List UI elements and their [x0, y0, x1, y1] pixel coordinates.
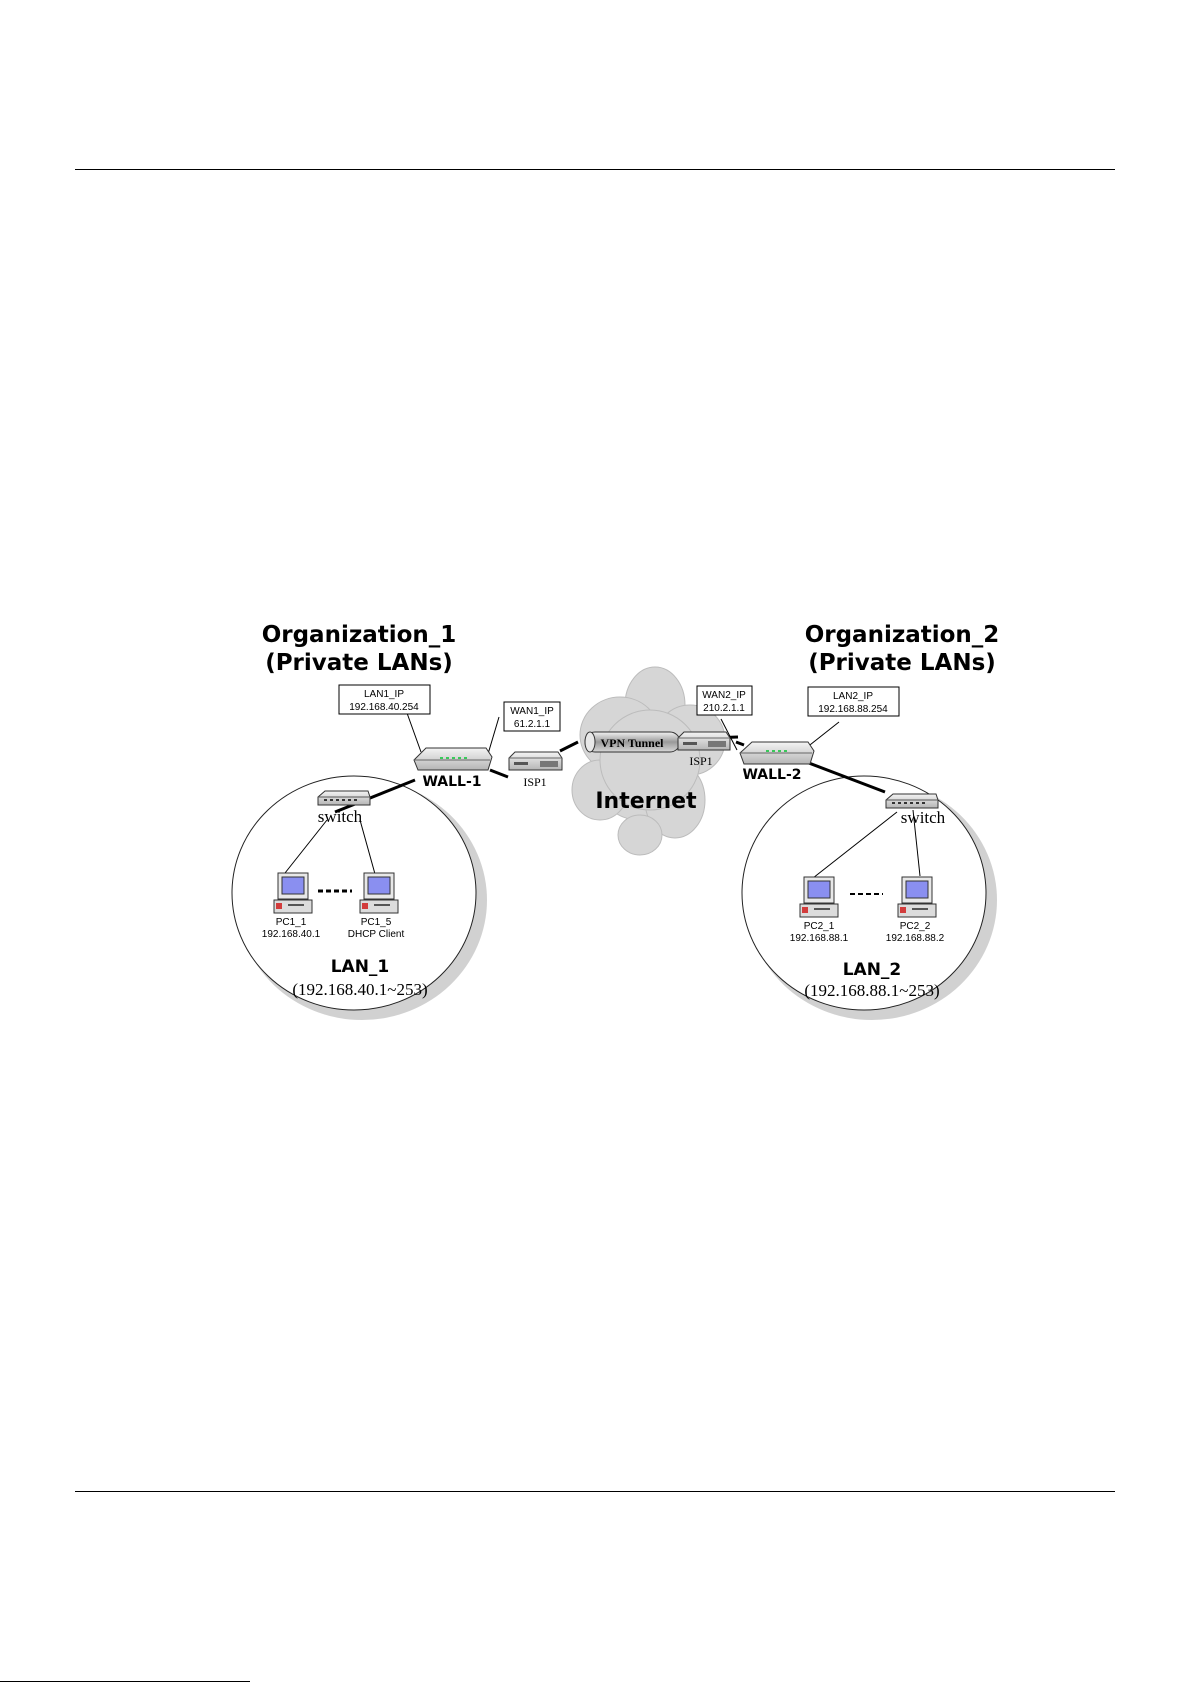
switch-right-icon	[885, 793, 939, 809]
org1-subtitle: (Private LANs)	[265, 650, 453, 676]
pc2-2-computer-icon	[897, 876, 937, 918]
lan2-ip-value: 192.168.88.254	[818, 704, 888, 715]
pc1-5-computer-icon	[359, 872, 399, 914]
org2-name: Organization_2	[805, 622, 1000, 648]
isp-left-label: ISP1	[523, 775, 546, 789]
lan2-ip-box: LAN2_IP 192.168.88.254	[807, 686, 900, 717]
lan1-ip-value: 192.168.40.254	[349, 702, 419, 713]
wan1-ip-label: WAN1_IP	[510, 706, 554, 717]
pc1-1-computer-icon	[273, 872, 313, 914]
internet-label: Internet	[595, 789, 697, 814]
wan1-ip-box: WAN1_IP 61.2.1.1	[503, 701, 561, 732]
lan1-range: (192.168.40.1~253)	[292, 980, 427, 999]
isp-right-modem-icon	[677, 731, 731, 751]
lan2-area	[741, 775, 997, 1020]
footer-rule	[75, 1491, 1115, 1492]
lan1-ip-label: LAN1_IP	[364, 689, 404, 700]
switch-left-label: switch	[318, 807, 363, 826]
wan2-ip-value: 210.2.1.1	[703, 703, 745, 714]
pc2-2-name: PC2_2	[900, 921, 931, 932]
isp-left-modem-icon	[508, 751, 563, 771]
org1-name: Organization_1	[262, 622, 457, 648]
lan2-name: LAN_2	[843, 960, 902, 980]
header-rule	[75, 169, 1115, 170]
isp-right-label: ISP1	[689, 754, 712, 768]
pc2-2-ip: 192.168.88.2	[886, 933, 945, 944]
pc1-1-ip: 192.168.40.1	[262, 929, 321, 940]
switch-left-icon	[317, 790, 371, 806]
wan1-ip-value: 61.2.1.1	[514, 719, 551, 730]
pc2-1-name: PC2_1	[804, 921, 835, 932]
pc2-1-ip: 192.168.88.1	[790, 933, 849, 944]
pc1-1-name: PC1_1	[276, 917, 307, 928]
vpn-tunnel-label: VPN Tunnel	[600, 736, 664, 750]
pc1-5-name: PC1_5	[361, 917, 392, 928]
lan2-range: (192.168.88.1~253)	[804, 981, 939, 1000]
switch-right-label: switch	[901, 808, 946, 827]
wall1-router-icon	[413, 747, 493, 771]
footnote-rule	[0, 1681, 250, 1682]
wan2-ip-label: WAN2_IP	[702, 690, 746, 701]
lan1-ip-box: LAN1_IP 192.168.40.254	[338, 684, 431, 715]
wall2-router-icon	[739, 741, 815, 765]
lan1-name: LAN_1	[331, 957, 390, 977]
pc1-5-ip: DHCP Client	[348, 929, 405, 940]
lan2-ip-label: LAN2_IP	[833, 691, 873, 702]
wall2-label: WALL-2	[742, 767, 801, 783]
wall1-label: WALL-1	[422, 774, 481, 790]
org2-subtitle: (Private LANs)	[808, 650, 996, 676]
pc2-1-computer-icon	[799, 876, 839, 918]
wan2-ip-box: WAN2_IP 210.2.1.1	[696, 685, 753, 716]
